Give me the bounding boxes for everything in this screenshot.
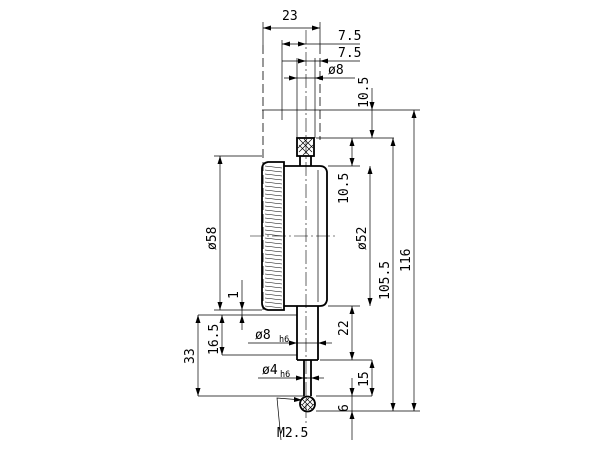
dim-dial-diameter: ø52	[355, 227, 370, 250]
dim-thread: M2.5	[277, 426, 308, 441]
center-lines	[250, 30, 336, 425]
diameter-callouts: ø8 h6 ø4 h6 M2.5	[248, 328, 332, 441]
top-dimensions: 23 7.5 7.5 ø8	[262, 9, 361, 138]
dim-contact-length: 15	[357, 371, 372, 387]
right-dimensions: 10.5 10.5 ø52 105.5 116 22 15	[262, 77, 420, 440]
spindle-cap	[296, 137, 315, 157]
dim-bezel-step: 1	[227, 291, 242, 299]
bezel-ring	[261, 161, 285, 311]
dim-stem-length: 22	[337, 320, 352, 336]
dim-stem-offset: 16.5	[207, 324, 222, 355]
dim-tip-length: 6	[337, 404, 352, 412]
dim-stem-dia-top: ø8	[328, 63, 344, 78]
dim-overall-height: 116	[399, 249, 414, 272]
dim-spindle-offset-upper: 7.5	[338, 29, 361, 44]
dim-cap-to-bezel: 10.5	[337, 173, 352, 204]
dim-contact-dia: ø4	[262, 363, 278, 378]
dim-stem-dia-main: ø8	[255, 328, 271, 343]
dim-spindle-offset-lower: 7.5	[338, 46, 361, 61]
dim-contact-offset: 33	[183, 348, 198, 364]
thread-leader	[276, 397, 303, 441]
cap-knurl	[297, 138, 314, 156]
dim-body-height: 105.5	[378, 261, 393, 300]
indicator-outline	[261, 45, 328, 413]
dim-cap-height: 10.5	[357, 77, 372, 108]
dim-bezel-diameter: ø58	[205, 227, 220, 250]
tip-knurl	[300, 397, 315, 411]
contact-tip-ball	[299, 395, 316, 413]
dim-stem-dia-main-tol: h6	[279, 335, 289, 345]
bezel-knurl-pattern	[264, 165, 283, 309]
left-dimensions: ø58 1 16.5 33	[183, 155, 304, 397]
dim-overall-width: 23	[282, 9, 298, 24]
dim-contact-dia-tol: h6	[280, 370, 290, 380]
